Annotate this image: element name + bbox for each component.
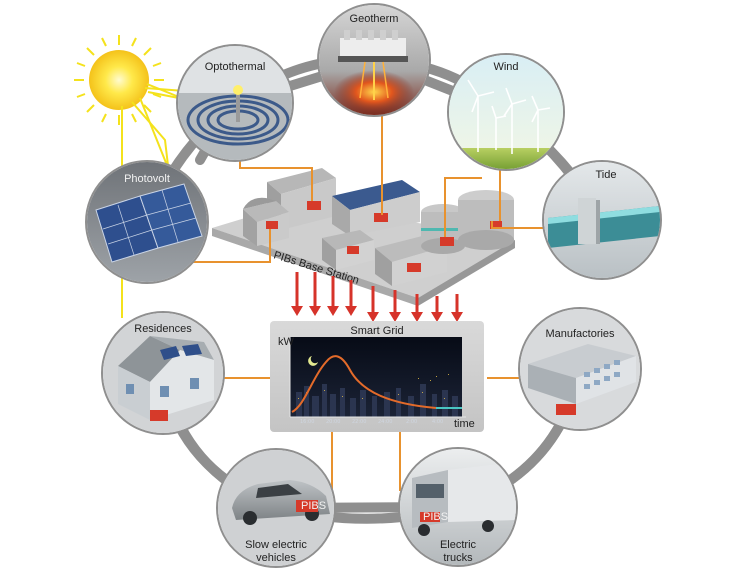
battery-icon xyxy=(420,512,440,522)
node-geotherm: Geotherm xyxy=(317,3,431,117)
tick-label: 24:00 xyxy=(378,419,392,425)
slow-ev-label-line1: Slow electric xyxy=(245,539,307,551)
x-axis-label: time xyxy=(454,418,475,430)
moon-icon xyxy=(308,356,318,366)
battery-icon xyxy=(347,246,359,254)
tick-label: 2:00 xyxy=(406,419,417,425)
load-curve xyxy=(291,355,437,413)
battery-icon xyxy=(374,213,388,222)
residences-label: Residences xyxy=(134,323,192,335)
photovolt-label: Photovolt xyxy=(124,173,170,185)
battery-icon xyxy=(266,221,278,229)
tick-label: 16:00 xyxy=(300,419,314,425)
pibs-base-station: PIBs Base Station xyxy=(212,168,515,306)
tick-label: 20:00 xyxy=(326,419,340,425)
trucks-label-line1: Electric xyxy=(440,539,477,551)
wind-label: Wind xyxy=(493,61,518,73)
node-manufactories: Manufactories xyxy=(518,307,642,431)
battery-icon xyxy=(296,500,318,512)
smart-grid-panel: Smart Grid xyxy=(270,321,484,432)
pib-tag: PIBS xyxy=(301,500,326,512)
node-photovolt: Photovolt xyxy=(85,160,209,284)
y-axis-label: kW xyxy=(278,336,295,348)
battery-icon xyxy=(490,221,502,229)
battery-icon xyxy=(150,410,168,421)
trucks-label-line2: trucks xyxy=(443,552,473,564)
node-wind: Wind xyxy=(447,53,565,171)
pib-tag: PIBS xyxy=(423,511,448,523)
geotherm-label: Geotherm xyxy=(350,13,399,25)
tick-label: 4:00 xyxy=(432,419,443,425)
node-slow-electric-vehicles: PIBS Slow electric vehicles xyxy=(216,448,336,568)
node-electric-trucks: PIBS Electric trucks xyxy=(398,447,518,567)
optothermal-label: Optothermal xyxy=(205,61,266,73)
node-residences: Residences xyxy=(101,311,225,435)
battery-icon xyxy=(556,404,576,415)
slow-ev-label-line2: vehicles xyxy=(256,552,296,564)
manufactories-label: Manufactories xyxy=(545,328,615,340)
node-tide: Tide xyxy=(542,160,662,280)
battery-icon xyxy=(407,263,421,272)
battery-icon xyxy=(307,201,321,210)
power-arrows xyxy=(291,272,463,322)
tick-label: 22:00 xyxy=(352,419,366,425)
battery-icon xyxy=(440,237,454,246)
smart-grid-title: Smart Grid xyxy=(350,325,403,337)
tide-label: Tide xyxy=(596,169,617,181)
sun-icon xyxy=(74,35,164,125)
